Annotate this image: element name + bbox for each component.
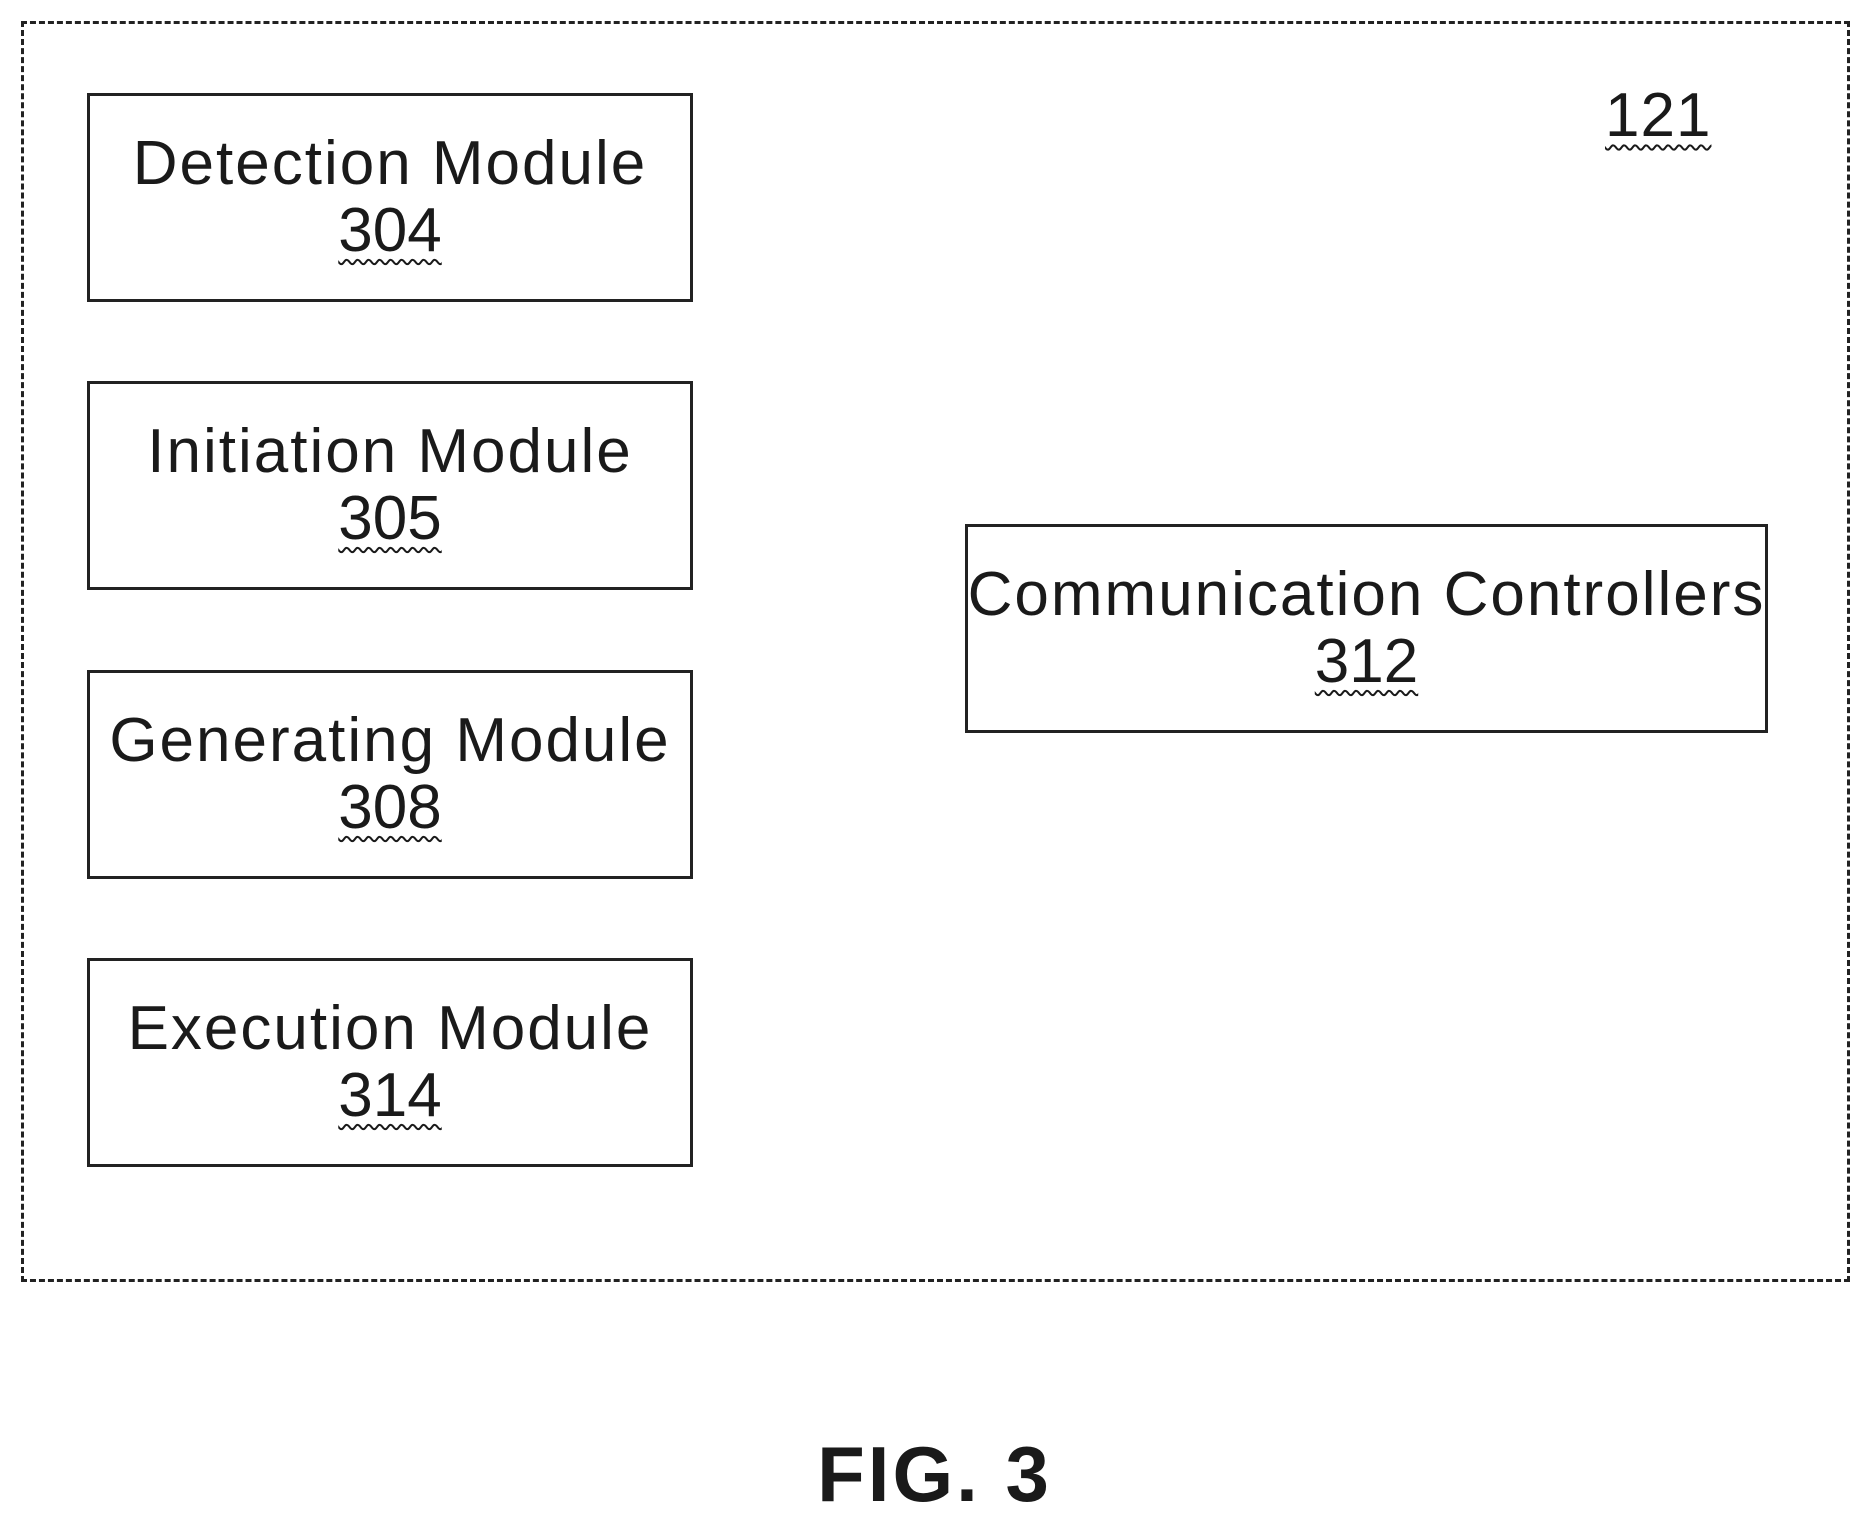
- generating-module-box: Generating Module 308: [87, 670, 693, 879]
- initiation-module-box: Initiation Module 305: [87, 381, 693, 590]
- module-number: 304: [338, 198, 441, 265]
- communication-controllers-box: Communication Controllers 312: [965, 524, 1768, 733]
- detection-module-box: Detection Module 304: [87, 93, 693, 302]
- module-number: 308: [338, 775, 441, 842]
- module-name: Execution Module: [128, 996, 653, 1063]
- module-number: 314: [338, 1063, 441, 1130]
- module-name: Initiation Module: [147, 419, 633, 486]
- container-reference-number: 121: [1605, 85, 1711, 147]
- module-name: Detection Module: [133, 131, 648, 198]
- figure-caption: FIG. 3: [0, 1435, 1869, 1513]
- execution-module-box: Execution Module 314: [87, 958, 693, 1167]
- module-number: 305: [338, 486, 441, 553]
- controller-name: Communication Controllers: [968, 562, 1766, 629]
- module-name: Generating Module: [109, 708, 670, 775]
- controller-number: 312: [1315, 629, 1418, 696]
